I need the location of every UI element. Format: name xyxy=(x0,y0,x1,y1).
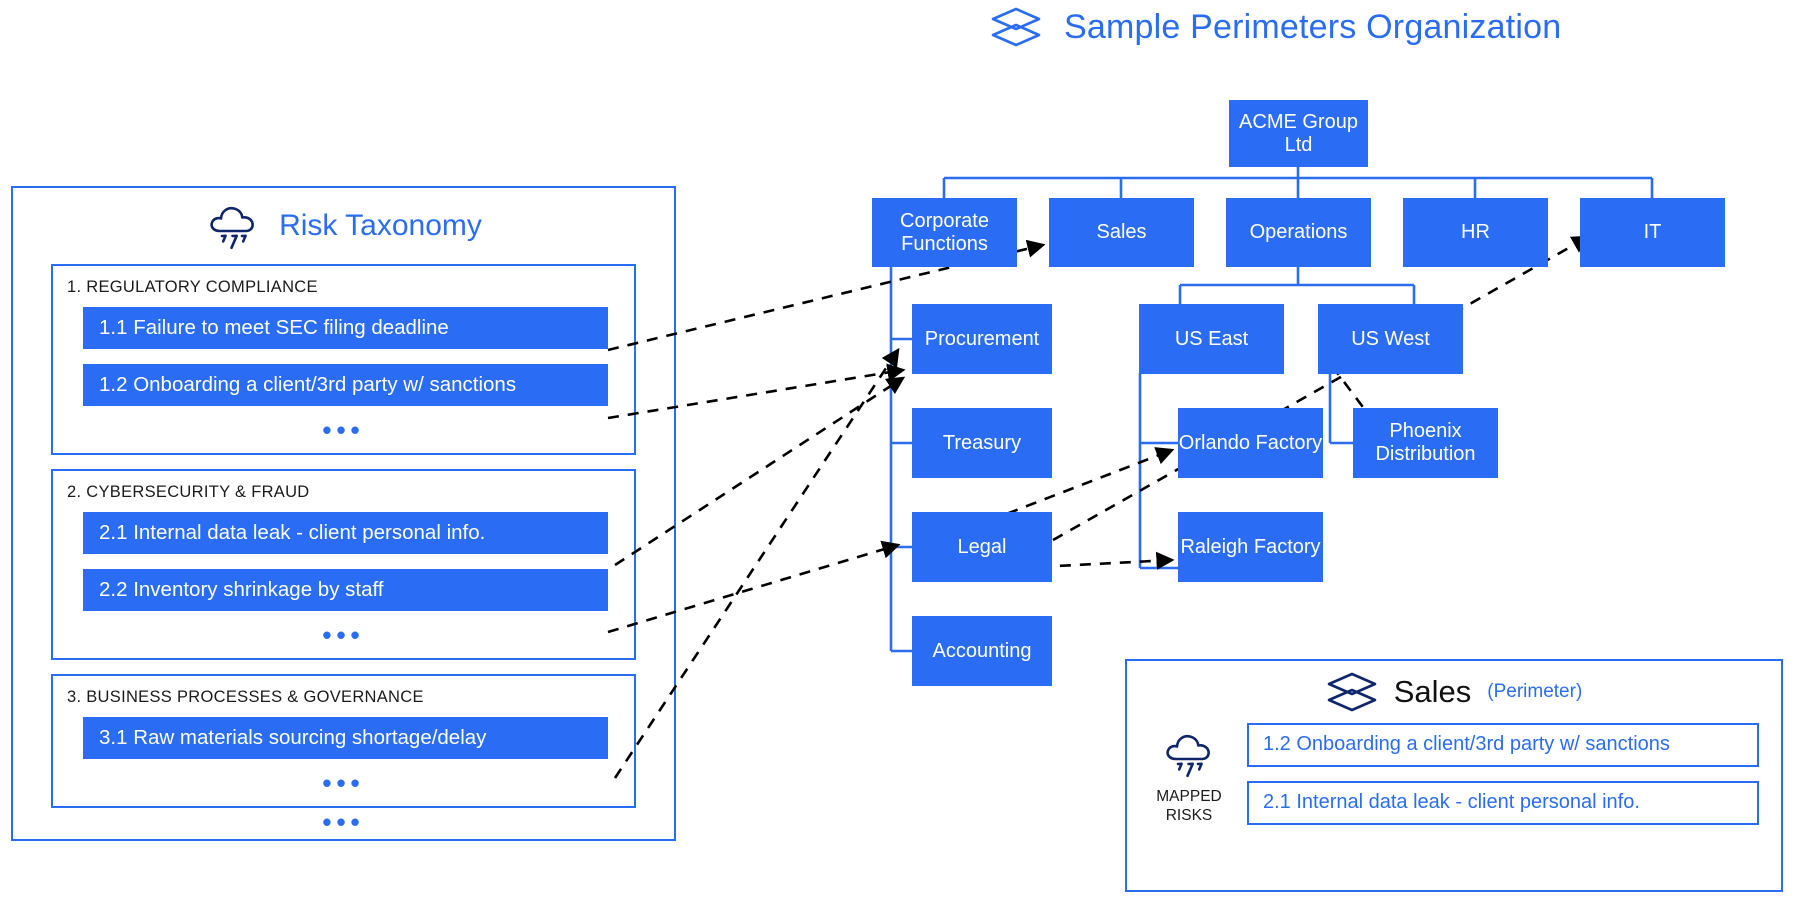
org-node-sales[interactable]: Sales xyxy=(1049,198,1194,267)
perimeter-name: Sales xyxy=(1393,674,1472,709)
perimeter-body: MAPPED RISKS 1.2 Onboarding a client/3rd … xyxy=(1127,723,1781,826)
cloud-lightning-icon xyxy=(205,199,261,253)
risk-taxonomy-panel: Risk Taxonomy 1. REGULATORY COMPLIANCE 1… xyxy=(11,186,676,841)
risk-category-label: 2. CYBERSECURITY & FRAUD xyxy=(67,483,310,501)
risk-item[interactable]: 2.1 Internal data leak - client personal… xyxy=(83,512,608,554)
more-risks-ellipsis[interactable]: ••• xyxy=(322,768,365,798)
org-node-corporate-functions[interactable]: Corporate Functions xyxy=(872,198,1017,267)
risk-item[interactable]: 2.2 Inventory shrinkage by staff xyxy=(83,569,608,611)
org-node-orlando-factory[interactable]: Orlando Factory xyxy=(1178,408,1323,478)
org-node-phoenix-distribution[interactable]: Phoenix Distribution xyxy=(1353,408,1498,478)
risk-taxonomy-header: Risk Taxonomy xyxy=(13,188,674,264)
risk-item[interactable]: 3.1 Raw materials sourcing shortage/dela… xyxy=(83,717,608,759)
risk-category-1[interactable]: 1. REGULATORY COMPLIANCE 1.1 Failure to … xyxy=(51,264,636,455)
layers-icon xyxy=(1326,671,1378,713)
org-node-raleigh-factory[interactable]: Raleigh Factory xyxy=(1178,512,1323,582)
org-node-hr[interactable]: HR xyxy=(1403,198,1548,267)
org-node-procurement[interactable]: Procurement xyxy=(912,304,1052,374)
risk-item[interactable]: 1.1 Failure to meet SEC filing deadline xyxy=(83,307,608,349)
mapped-risk-item[interactable]: 2.1 Internal data leak - client personal… xyxy=(1247,781,1759,825)
perimeter-header: Sales (Perimeter) xyxy=(1127,661,1781,723)
org-node-legal[interactable]: Legal xyxy=(912,512,1052,582)
org-node-us-west[interactable]: US West xyxy=(1318,304,1463,374)
mapped-risks-list: 1.2 Onboarding a client/3rd party w/ san… xyxy=(1247,723,1759,825)
risk-category-label: 1. REGULATORY COMPLIANCE xyxy=(67,278,318,296)
mapped-risks-label-line2: RISKS xyxy=(1165,807,1213,825)
mapped-risks-label-line1: MAPPED xyxy=(1156,788,1222,805)
mapped-risks-legend: MAPPED RISKS xyxy=(1145,723,1233,826)
mapped-risks-label: MAPPED RISKS xyxy=(1156,787,1221,826)
org-node-us-east[interactable]: US East xyxy=(1139,304,1284,374)
risk-category-3[interactable]: 3. BUSINESS PROCESSES & GOVERNANCE 3.1 R… xyxy=(51,674,636,808)
risk-taxonomy-title: Risk Taxonomy xyxy=(279,209,482,242)
page-header: Sample Perimeters Organization xyxy=(990,6,1561,48)
perimeter-subtitle: (Perimeter) xyxy=(1487,681,1583,702)
layers-icon xyxy=(990,6,1042,48)
org-node-accounting[interactable]: Accounting xyxy=(912,616,1052,686)
risk-item[interactable]: 1.2 Onboarding a client/3rd party w/ san… xyxy=(83,364,608,406)
more-risks-ellipsis[interactable]: ••• xyxy=(322,415,365,445)
cloud-lightning-icon xyxy=(1161,727,1217,781)
org-node-it[interactable]: IT xyxy=(1580,198,1725,267)
org-node-treasury[interactable]: Treasury xyxy=(912,408,1052,478)
risk-category-2[interactable]: 2. CYBERSECURITY & FRAUD 2.1 Internal da… xyxy=(51,469,636,660)
perimeter-detail-card: Sales (Perimeter) MAPPED RISKS 1.2 Onboar… xyxy=(1125,659,1783,892)
org-node-operations[interactable]: Operations xyxy=(1226,198,1371,267)
org-node-acme-group-ltd[interactable]: ACME Group Ltd xyxy=(1229,100,1368,167)
more-risks-ellipsis[interactable]: ••• xyxy=(322,620,365,650)
mapped-risk-item[interactable]: 1.2 Onboarding a client/3rd party w/ san… xyxy=(1247,723,1759,767)
page-title: Sample Perimeters Organization xyxy=(1064,7,1562,46)
risk-category-label: 3. BUSINESS PROCESSES & GOVERNANCE xyxy=(67,688,424,706)
